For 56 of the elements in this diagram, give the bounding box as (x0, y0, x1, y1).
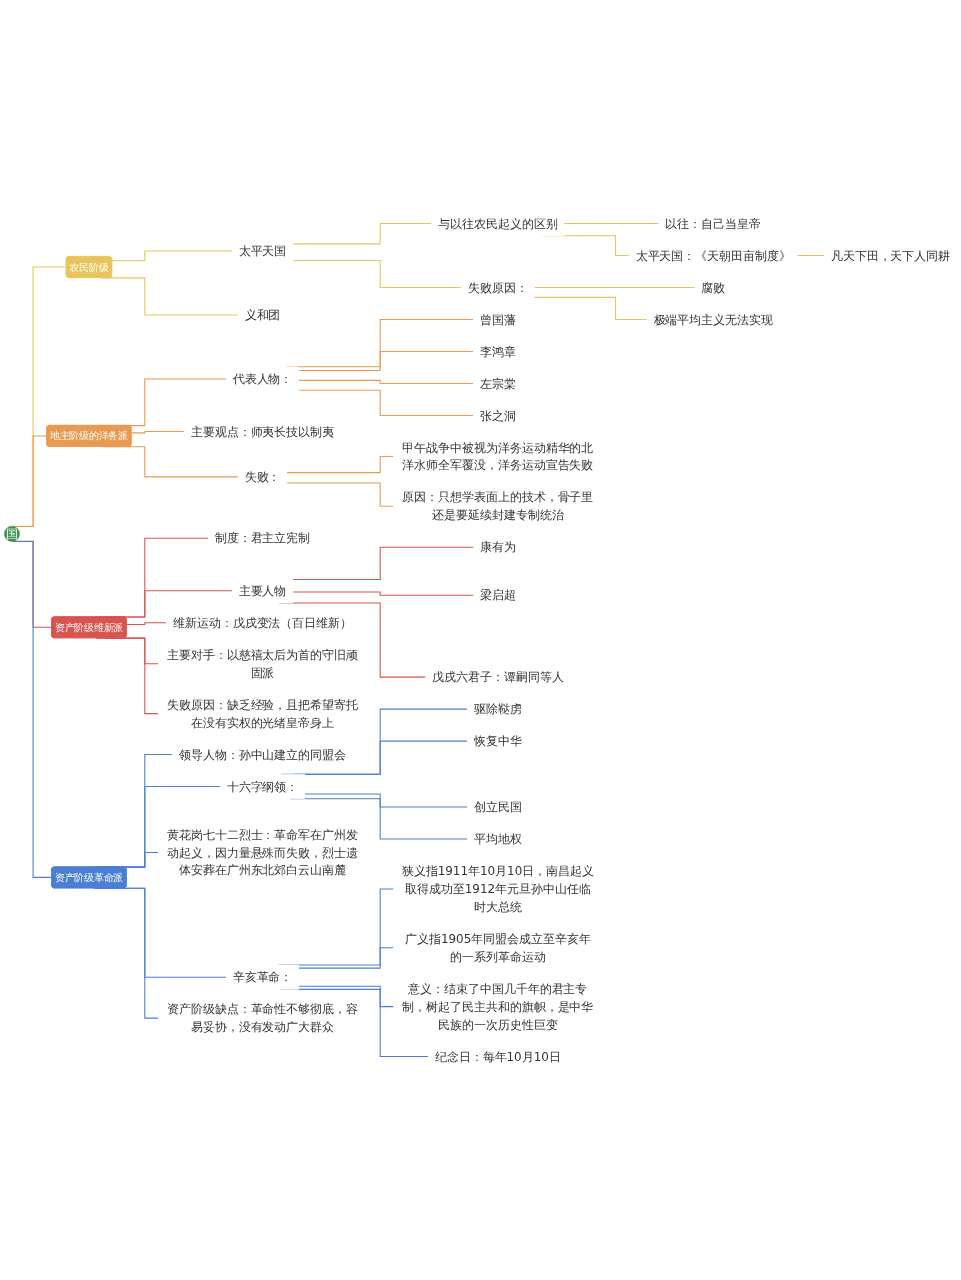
node-text: 维新运动：戊戌变法（百日维新） (173, 616, 352, 630)
node-text: 梁启超 (479, 588, 516, 603)
node-text: 创立民国 (473, 800, 522, 814)
node-text: 李鸿章 (479, 344, 516, 359)
node-text: 驱除鞑虏 (473, 702, 522, 716)
connector (298, 389, 474, 417)
node-circle: 国 (4, 526, 20, 542)
node-text: 主要观点：师夷长技以制夷 (190, 424, 335, 439)
node-text: 太平天国：《天朝田亩制度》 (635, 248, 791, 263)
node-text: 曾国藩 (479, 312, 516, 327)
node-text: 失败： (244, 470, 281, 484)
node-text: 极端平均主义无法实现 (653, 312, 773, 327)
node-text: 以往：自己当皇帝 (665, 216, 761, 231)
connector (563, 222, 660, 225)
connector (13, 435, 48, 527)
node-text: 制度：君主立宪制 (214, 531, 311, 546)
connector (298, 379, 474, 385)
node-text: 凡天下田，天下人同耕 (830, 248, 951, 263)
connector (111, 250, 233, 262)
connector (304, 793, 469, 808)
node-text: 意义：结束了中国几千年的君主专制，树起了民主共和的旗帜，是中华民族的一次历史性巨变 (402, 981, 594, 1032)
node-text: 戊戌六君子：谭嗣同等人 (432, 670, 564, 684)
connector (126, 622, 168, 626)
connector (286, 455, 395, 474)
node-text: 腐败 (701, 280, 726, 295)
node-text: 左宗棠 (479, 376, 516, 391)
node-text: 领导人物：孙中山建立的同盟会 (178, 747, 346, 762)
node-text: 失败原因：缺乏经验，且把希望寄托在没有实权的光绪皇帝身上 (167, 697, 358, 730)
connector (292, 222, 433, 245)
node-text: 义和团 (244, 308, 281, 322)
connector (298, 350, 474, 372)
connector (298, 985, 395, 1008)
node-text: 失败原因： (468, 280, 528, 295)
node-text: 康有为 (479, 540, 516, 555)
node-text: 平均地权 (473, 832, 522, 846)
node-text: 纪念日：每年10月10日 (434, 1049, 561, 1064)
node-text: 原因：只想学表面上的技术，骨子里还是要延续封建专制统治 (402, 490, 594, 523)
node-text: 黄花岗七十二烈士：革命军在广州发动起义，因力量悬殊而失败，烈士遗体安葬在广州东北郊白云山南麓 (167, 827, 358, 878)
node-text: 广义指1905年同盟会成立至辛亥年的一系列革命运动 (405, 932, 591, 964)
connector (292, 259, 463, 289)
node-text: 狭义指1911年10月10日，南昌起义取得成功至1912年元旦孙中山任临时大总统 (401, 864, 594, 914)
node-text: 甲午战争中被视为洋务运动精华的北洋水师全军覆没，洋务运动宣告失败 (402, 440, 594, 473)
connector (292, 546, 474, 581)
connector (292, 591, 474, 596)
connector (286, 482, 395, 507)
node-text: 张之洞 (479, 408, 516, 423)
connector (533, 286, 696, 289)
node-text: 主要对手：以慈禧太后为首的守旧顽固派 (167, 648, 358, 680)
connector (130, 430, 185, 434)
node-text: 与以往农民起义的区别 (438, 216, 558, 231)
connector (796, 254, 825, 257)
node-text: 资产阶级缺点：革命性不够彻底，容易妥协，没有发动广大群众 (167, 1002, 358, 1034)
connector (533, 296, 648, 321)
connector (298, 947, 395, 969)
node-text: 太平天国 (238, 244, 287, 258)
node-text: 恢复中华 (473, 734, 522, 748)
